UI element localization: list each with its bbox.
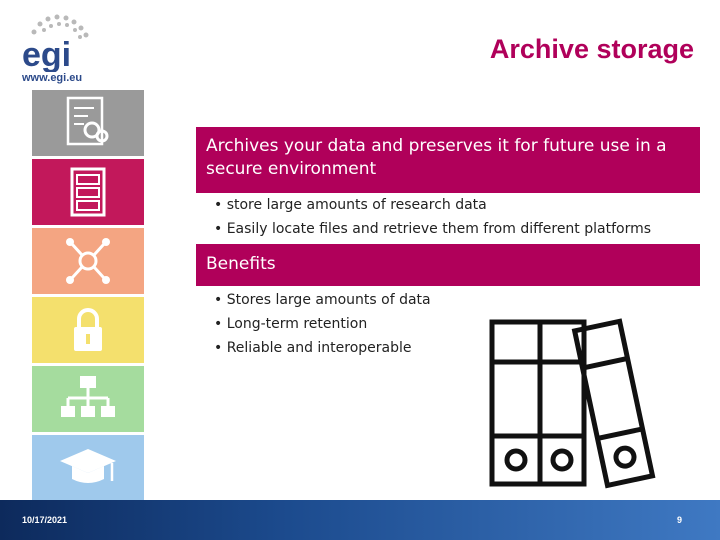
archive-binders-icon	[489, 318, 656, 489]
padlock-icon	[32, 297, 144, 363]
tile-padlock	[32, 297, 144, 363]
list-item: • store large amounts of research data	[214, 197, 487, 213]
list-item: • Stores large amounts of data	[214, 292, 431, 308]
tile-network-hub	[32, 228, 144, 294]
list-item: • Reliable and interoperable	[214, 340, 412, 356]
page-number: 9	[676, 515, 682, 525]
logo-url-text: www.egi.eu	[22, 72, 83, 84]
footer-bar: 10/17/2021 9	[0, 500, 720, 540]
tile-document-gears	[32, 90, 144, 156]
org-chart-icon	[32, 366, 144, 432]
egi-logo: egi	[20, 12, 100, 92]
footer-date: 10/17/2021	[22, 515, 68, 525]
filing-cabinet-icon	[32, 159, 144, 225]
document-gears-icon	[32, 90, 144, 156]
svg-text:egi: egi	[22, 36, 71, 72]
logo-dots-icon	[31, 14, 89, 39]
tile-graduation-cap	[32, 435, 144, 501]
tile-org-chart	[32, 366, 144, 432]
sidebar-tiles	[32, 90, 144, 504]
section-heading-benefits: Benefits	[196, 244, 700, 286]
list-item: • Long-term retention	[214, 316, 368, 332]
benefits-bullet-list: • Stores large amounts of data • Long-te…	[214, 288, 431, 360]
slide-title: Archive storage	[489, 34, 694, 64]
tile-filing-cabinet	[32, 159, 144, 225]
list-item: • Easily locate files and retrieve them …	[214, 221, 652, 237]
graduation-cap-icon	[32, 435, 144, 501]
section1-bullet-list: • store large amounts of research data •…	[214, 193, 651, 241]
archive-binders-illustration	[478, 300, 678, 500]
network-hub-icon	[32, 228, 144, 294]
section-heading-archives: Archives your data and preserves it for …	[196, 127, 700, 193]
